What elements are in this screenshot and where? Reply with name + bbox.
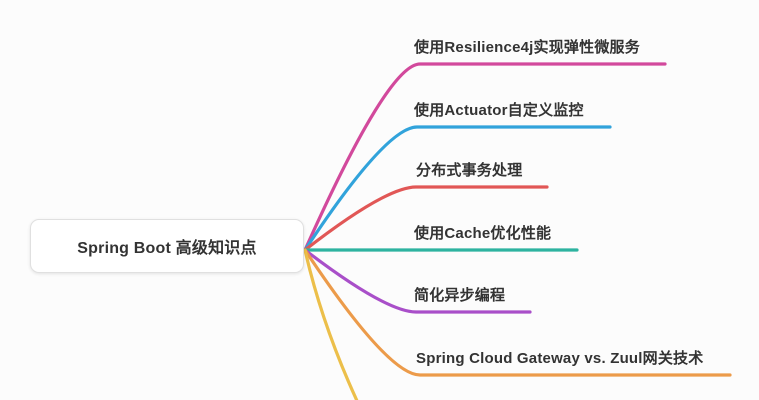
branch-connector-distributed-transaction bbox=[303, 185, 549, 252]
branch-topic-async[interactable]: 简化异步编程 bbox=[414, 287, 506, 304]
branch-connector-gateway bbox=[303, 248, 732, 377]
branch-topic-distributed-transaction[interactable]: 分布式事务处理 bbox=[416, 162, 523, 179]
branch-topic-gateway[interactable]: Spring Cloud Gateway vs. Zuul网关技术 bbox=[416, 350, 704, 367]
branch-connector-async bbox=[303, 248, 532, 314]
branch-connector-resilience4j bbox=[303, 62, 667, 252]
branch-connector-actuator bbox=[303, 125, 612, 252]
branch-topic-resilience4j[interactable]: 使用Resilience4j实现弹性微服务 bbox=[414, 39, 640, 56]
branch-topic-cache[interactable]: 使用Cache优化性能 bbox=[414, 225, 552, 242]
branch-topic-actuator[interactable]: 使用Actuator自定义监控 bbox=[414, 102, 584, 119]
branch-connector-offscreen bbox=[303, 248, 359, 400]
root-topic-label: Spring Boot 高级知识点 bbox=[77, 240, 257, 257]
root-topic[interactable]: Spring Boot 高级知识点 bbox=[30, 219, 304, 273]
